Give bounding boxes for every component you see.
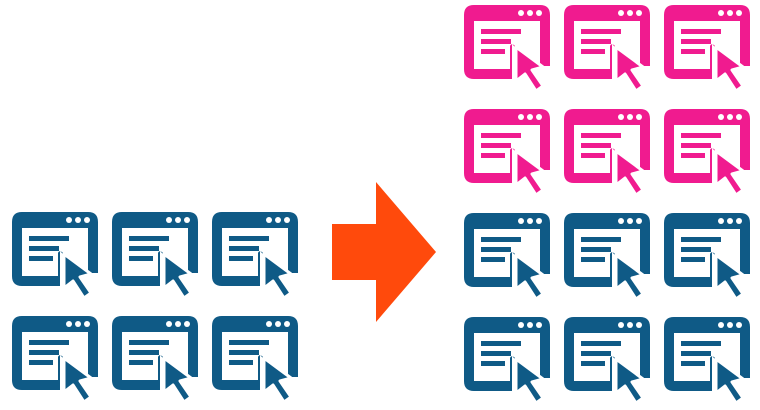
- right-arrow-icon: [332, 182, 436, 322]
- browser-window-cursor-icon: [10, 314, 100, 404]
- browser-window-cursor-icon: [562, 107, 652, 197]
- browser-window-cursor-icon: [110, 210, 200, 300]
- browser-window-cursor-icon: [662, 315, 752, 405]
- browser-window-cursor-icon: [462, 315, 552, 405]
- browser-window-cursor-icon: [662, 211, 752, 301]
- browser-window-cursor-icon: [462, 3, 552, 93]
- browser-window-cursor-icon: [562, 315, 652, 405]
- browser-window-cursor-icon: [10, 210, 100, 300]
- browser-window-cursor-icon: [210, 210, 300, 300]
- browser-window-cursor-icon: [562, 211, 652, 301]
- browser-window-cursor-icon: [110, 314, 200, 404]
- browser-window-cursor-icon: [462, 107, 552, 197]
- browser-window-cursor-icon: [210, 314, 300, 404]
- browser-window-cursor-icon: [662, 107, 752, 197]
- browser-window-cursor-icon: [562, 3, 652, 93]
- before-icon-grid: [0, 0, 310, 410]
- browser-window-cursor-icon: [462, 211, 552, 301]
- browser-window-cursor-icon: [662, 3, 752, 93]
